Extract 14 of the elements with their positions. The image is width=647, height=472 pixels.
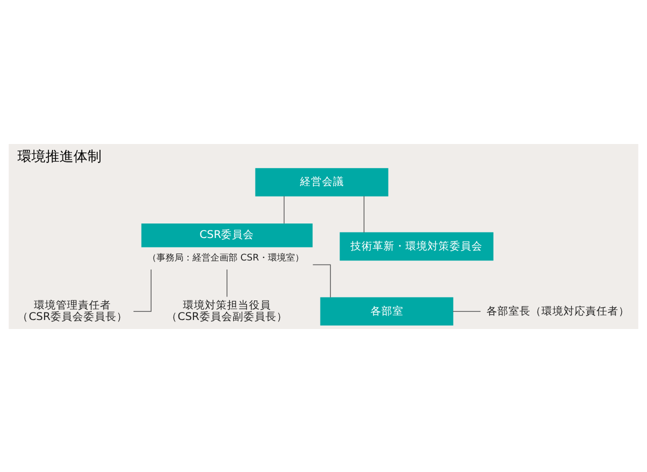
node-text: 各部室長（環境対応責任者） <box>486 304 630 317</box>
node-label: （事務局：経営企画部 CSR・環境室） <box>147 252 304 264</box>
connector <box>284 195 285 224</box>
node-box: 各部室 <box>320 296 454 326</box>
node-box: 経営会議 <box>255 168 388 196</box>
diagram-title: 環境推進体制 <box>18 148 102 165</box>
connector <box>226 268 228 297</box>
connector <box>452 310 481 312</box>
connector <box>133 268 152 312</box>
connector <box>312 264 331 298</box>
node-box: CSR委員会 <box>141 223 313 247</box>
node-text: 環境対策担当役員 （CSR委員会副委員長） <box>166 298 288 322</box>
node-text: 環境管理責任者 （CSR委員会委員長） <box>18 298 128 322</box>
node-box: 技術革新・環境対策委員会 <box>340 232 494 260</box>
